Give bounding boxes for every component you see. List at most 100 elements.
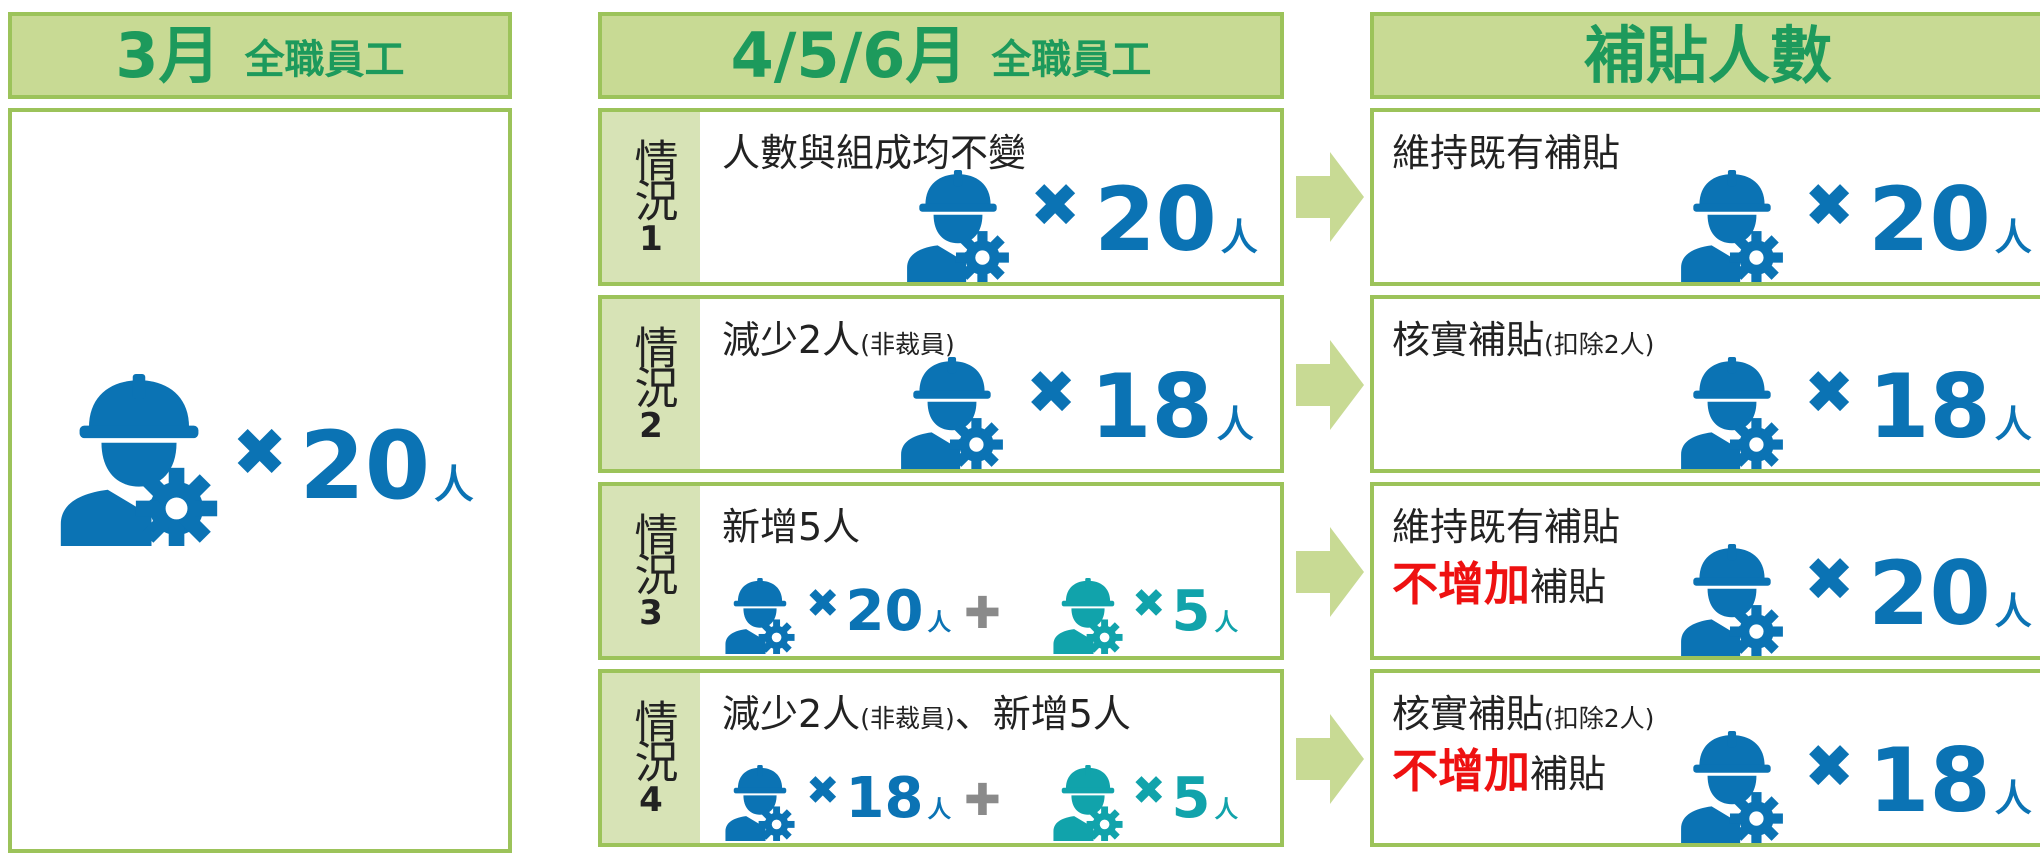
times-icon: ✖ [1030, 171, 1081, 241]
scenario-3-label-text: 情況 [626, 511, 678, 592]
header-q2: 4/5/6月 全職員工 [598, 12, 1284, 99]
result-3-count-unit: 人 [1994, 590, 2032, 633]
result-2-count-unit: 人 [1994, 403, 2032, 446]
times-icon: ✖ [1804, 171, 1855, 241]
worker-gear-icon [1050, 578, 1126, 654]
result-2-note: (扣除2人) [1544, 330, 1655, 359]
result-4-note: (扣除2人) [1544, 704, 1655, 733]
result-4-subtext: 不增加補貼 [1392, 735, 1606, 801]
scenario-4-desc-tail: 、新增5人 [954, 692, 1131, 736]
scenario-3-count-new-value: 5 [1171, 579, 1211, 644]
plus-icon: ✚ [964, 588, 1001, 639]
header-subsidy-title: 補貼人數 [1583, 18, 1832, 92]
times-icon: ✖ [1804, 732, 1855, 802]
scenario-4-label: 情況 4 [602, 673, 700, 843]
scenario-3-desc-main: 新增5人 [722, 505, 861, 549]
result-4-no-increase: 不增加 [1392, 744, 1530, 798]
scenario-4-desc-main: 減少2人 [722, 692, 861, 736]
result-4-count-unit: 人 [1994, 777, 2032, 820]
scenario-4-count-new-value: 5 [1171, 766, 1211, 831]
result-3-subtext: 不增加補貼 [1392, 548, 1606, 614]
right-arrow-icon [1296, 714, 1364, 804]
result-1-text: 維持既有補貼 [1392, 122, 1620, 177]
result-3-line1: 維持既有補貼 [1392, 505, 1621, 549]
scenario-2-count-unit: 人 [1216, 403, 1254, 446]
scenario-4-number: 4 [639, 779, 663, 820]
times-icon: ✖ [1026, 358, 1077, 428]
result-3-count-value: 20 [1868, 542, 1991, 645]
header-march-month: 3月 [115, 18, 221, 92]
header-march: 3月 全職員工 [8, 12, 512, 99]
worker-gear-icon [722, 765, 798, 841]
scenario-4-description: 減少2人(非裁員)、新增5人 [722, 683, 1131, 738]
worker-gear-icon [896, 357, 1008, 469]
header-q2-label: 全職員工 [991, 36, 1152, 83]
scenario-1-label-text: 情況 [626, 137, 678, 218]
times-icon: ✖ [806, 581, 840, 627]
scenario-4-count-new-unit: 人 [1214, 795, 1239, 823]
worker-gear-icon [722, 578, 798, 654]
scenario-2-number: 2 [639, 405, 663, 446]
march-count-unit: 人 [434, 462, 474, 508]
scenario-2-desc-note: (非裁員) [860, 330, 955, 359]
scenario-2-count-value: 18 [1090, 355, 1213, 458]
times-icon: ✖ [1804, 358, 1855, 428]
result-2-text: 核實補貼(扣除2人) [1392, 309, 1654, 364]
scenario-3-count-new-unit: 人 [1214, 608, 1239, 636]
scenario-1-number: 1 [639, 218, 663, 259]
right-arrow-icon [1296, 340, 1364, 430]
right-arrow-icon [1296, 152, 1364, 242]
plus-icon: ✚ [964, 775, 1001, 826]
scenario-4-count-existing-value: 18 [845, 766, 924, 831]
march-count-value: 20 [299, 412, 431, 521]
worker-gear-icon [902, 170, 1014, 282]
result-4-line1: 核實補貼 [1392, 692, 1545, 736]
scenario-4-label-text: 情況 [626, 698, 678, 779]
scenario-3-label: 情況 3 [602, 486, 700, 656]
scenario-2-description: 減少2人(非裁員) [722, 309, 955, 364]
header-q2-months: 4/5/6月 [730, 18, 968, 92]
times-icon: ✖ [1132, 768, 1166, 814]
result-3-text: 維持既有補貼 [1392, 496, 1620, 551]
result-4-text: 核實補貼(扣除2人) [1392, 683, 1654, 738]
scenario-2-label: 情況 2 [602, 299, 700, 469]
worker-gear-icon [1676, 731, 1788, 843]
worker-gear-icon [1676, 544, 1788, 656]
scenario-1-count-value: 20 [1094, 168, 1217, 271]
worker-gear-icon [54, 374, 224, 546]
result-1-count-unit: 人 [1994, 216, 2032, 259]
scenario-2-label-text: 情況 [626, 324, 678, 405]
times-icon: ✖ [1132, 581, 1166, 627]
header-march-label: 全職員工 [244, 36, 405, 83]
result-3-no-increase: 不增加 [1392, 557, 1530, 611]
header-subsidy: 補貼人數 [1370, 12, 2040, 99]
result-1-line1: 維持既有補貼 [1392, 131, 1621, 175]
times-icon: ✖ [806, 768, 840, 814]
scenario-3-description: 新增5人 [722, 496, 860, 551]
scenario-4-count-existing-unit: 人 [927, 795, 951, 823]
scenario-1-count-unit: 人 [1220, 216, 1258, 259]
scenario-4-desc-note: (非裁員) [860, 704, 955, 733]
result-4-count-value: 18 [1868, 729, 1991, 832]
result-3-subsidy: 補貼 [1530, 565, 1607, 609]
result-2-count-value: 18 [1868, 355, 1991, 458]
scenario-1-desc-main: 人數與組成均不變 [722, 131, 1027, 175]
result-4-subsidy: 補貼 [1530, 752, 1607, 796]
result-2-line1: 核實補貼 [1392, 318, 1545, 362]
